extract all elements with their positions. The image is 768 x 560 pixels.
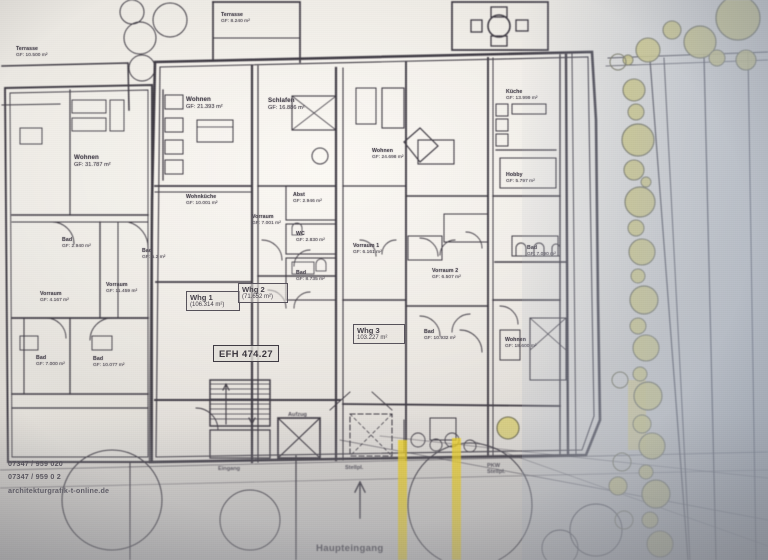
plan-title-stamp: EFH 474.27 xyxy=(213,345,280,362)
label-eingang-bottom-left: Eingang xyxy=(218,466,241,472)
contact-phone-2: 07347 / 959 0 2 xyxy=(8,472,61,481)
apartment-name: Whg 3 xyxy=(357,326,380,335)
contact-phone-1: 07347 / 959 020 xyxy=(8,459,63,468)
main-entrance-label: Haupteingang xyxy=(316,543,384,554)
contact-email: architekturgrafik-t-online.de xyxy=(8,486,110,495)
apartment-name: Whg 2 xyxy=(242,285,265,294)
apartment-area: (71.652 m²) xyxy=(242,294,274,300)
label-stellplatz-mid: Stellpl. xyxy=(345,465,364,471)
apartment-label: Whg 2(71.652 m²) xyxy=(238,283,288,303)
apartment-label: Whg 1(106.314 m²) xyxy=(186,291,240,311)
apartment-area: (106.314 m²) xyxy=(190,302,225,308)
label-aufzug: Aufzug xyxy=(288,412,307,418)
apartment-name: Whg 1 xyxy=(190,293,213,302)
apartment-area: 103.227 m² xyxy=(357,335,388,341)
